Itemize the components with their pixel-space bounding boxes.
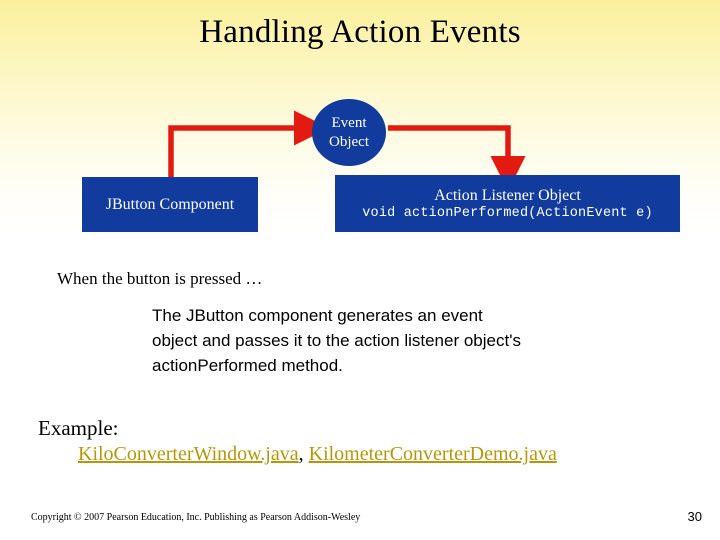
action-listener-object-box: Action Listener Object void actionPerfor… <box>335 175 680 232</box>
link-kilo-converter-window[interactable]: KiloConverterWindow.java <box>78 443 299 465</box>
link-separator: , <box>298 443 309 465</box>
event-object-label-line1: Event <box>331 114 367 131</box>
diagram-arrows <box>168 110 526 192</box>
bullet-when-pressed: When the button is pressed … <box>57 269 263 288</box>
link-kilometer-converter-demo[interactable]: KilometerConverterDemo.java <box>308 443 557 465</box>
example-links-row: KiloConverterWindow.java, KilometerConve… <box>78 442 557 467</box>
event-object-ellipse: Event Object <box>312 99 386 166</box>
footer-copyright: Copyright © 2007 Pearson Education, Inc.… <box>31 512 361 523</box>
bullet-explanation-paragraph: The JButton component generates an event… <box>152 306 521 375</box>
action-performed-signature: void actionPerformed(ActionEvent e) <box>362 205 653 221</box>
jbutton-to-event-arrow <box>168 110 330 178</box>
jbutton-component-label: JButton Component <box>105 195 235 213</box>
example-label: Example: <box>38 416 119 440</box>
jbutton-component-box: JButton Component <box>82 177 258 232</box>
event-flow-diagram: JButton Component Event Object Action Li… <box>0 0 720 250</box>
footer-page-number: 30 <box>687 509 702 524</box>
event-to-listener-arrow <box>388 125 526 192</box>
event-object-label-line2: Object <box>329 133 369 150</box>
page-title: Handling Action Events <box>199 14 521 50</box>
action-listener-title: Action Listener Object <box>434 186 581 204</box>
